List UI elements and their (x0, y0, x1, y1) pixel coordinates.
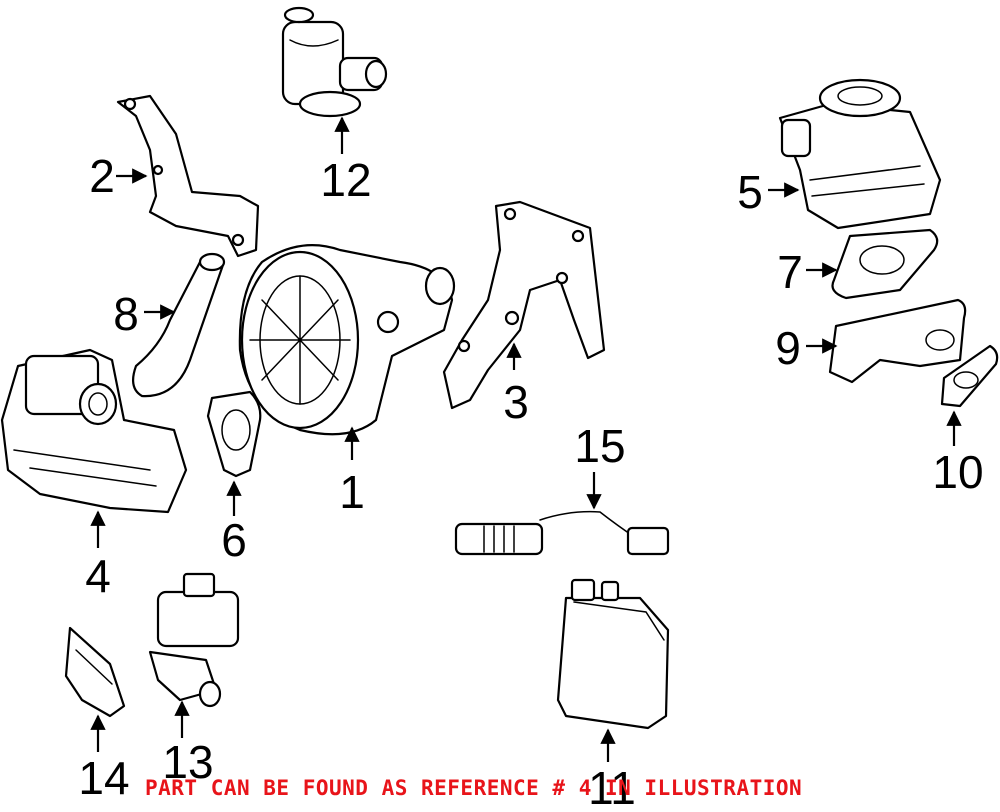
part-7-gasket[interactable] (831, 228, 939, 300)
part-14-bracket[interactable] (64, 626, 126, 718)
part-8-hose[interactable] (131, 252, 226, 398)
callout-6: 6 (221, 514, 247, 566)
callout-12: 12 (320, 154, 371, 206)
callout-7: 7 (777, 246, 803, 298)
reference-note: PART CAN BE FOUND AS REFERENCE # 4 IN IL… (145, 776, 803, 800)
part-1-air-pump[interactable] (238, 244, 456, 436)
part-13-solenoid[interactable] (148, 572, 240, 708)
part-15-sensor[interactable] (454, 510, 670, 556)
callout-4: 4 (85, 550, 111, 602)
part-10-gasket[interactable] (940, 344, 999, 408)
part-5-valve-assembly[interactable] (778, 78, 942, 230)
callout-8: 8 (113, 288, 139, 340)
part-3-bracket[interactable] (442, 200, 606, 410)
callout-14: 14 (78, 752, 129, 804)
callout-13: 13 (162, 736, 213, 788)
part-11-canister[interactable] (556, 578, 670, 730)
part-12-valve[interactable] (281, 6, 388, 118)
part-2-bracket[interactable] (116, 94, 260, 258)
callout-3: 3 (503, 376, 529, 428)
callout-5: 5 (737, 166, 763, 218)
callout-2: 2 (89, 150, 115, 202)
callout-labels: 1 2 3 4 5 6 7 8 9 10 11 12 13 14 15 (78, 150, 983, 812)
callout-11: 11 (588, 762, 636, 812)
part-4-valve-housing[interactable] (0, 348, 188, 514)
callout-1: 1 (339, 466, 365, 518)
pointer-arrows (90, 116, 962, 762)
part-9-flange[interactable] (828, 298, 967, 384)
callout-15: 15 (574, 420, 625, 472)
part-6-gasket[interactable] (206, 390, 262, 478)
callout-9: 9 (775, 322, 801, 374)
callout-10: 10 (932, 446, 983, 498)
